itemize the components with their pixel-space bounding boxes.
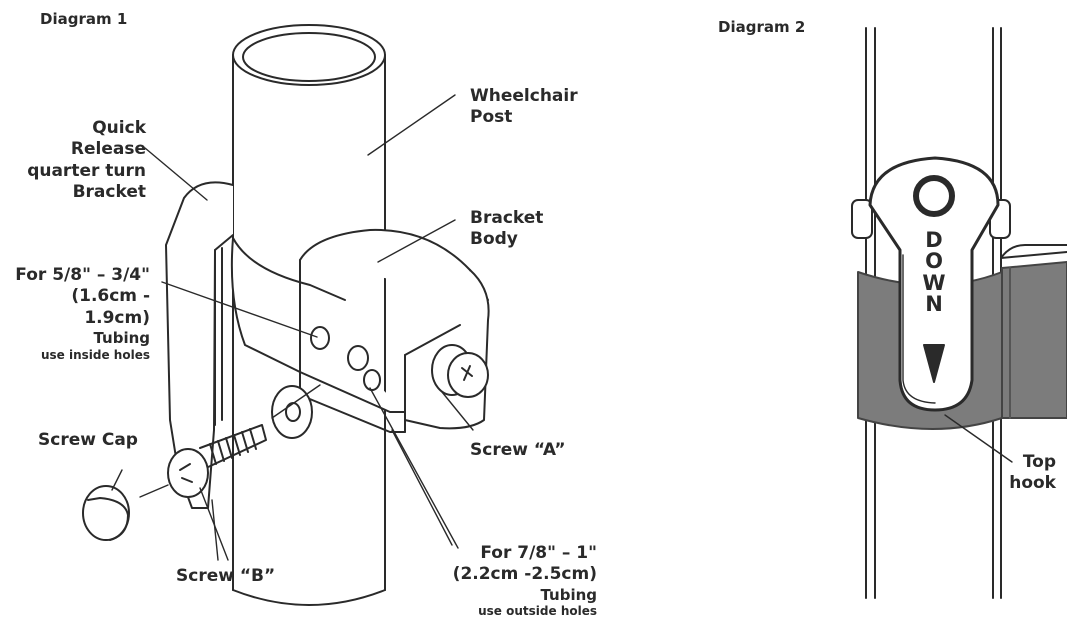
screw-cap-label: Screw Cap (38, 430, 138, 450)
leader-lines (111, 94, 474, 561)
down-lever-text: D O W N (922, 228, 946, 317)
outside-holes-label: For 7/8" – 1" (2.2cm -2.5cm) Tubing use … (452, 543, 597, 619)
diagram1-title: Diagram 1 (40, 10, 128, 28)
inside-holes-label: For 5/8" – 3/4" (1.6cm - 1.9cm) Tubing u… (15, 265, 150, 362)
hinge-pins (851, 199, 1011, 239)
screw-cap (82, 485, 130, 541)
wheelchair-post-label: Wheelchair Post (470, 86, 578, 128)
top-hook-label: Top hook (1009, 452, 1056, 494)
top-hook-leader (944, 414, 1013, 463)
screw-a-label: Screw “A” (470, 440, 566, 460)
release-lever (868, 156, 1000, 412)
washer (271, 385, 313, 439)
diagram2-title: Diagram 2 (718, 18, 806, 36)
screw-b (167, 424, 267, 498)
quick-release-label: Quick Release quarter turn Bracket (27, 118, 146, 202)
bracket-body-label: Bracket Body (470, 208, 544, 250)
screw-a (431, 344, 489, 398)
screw-b-label: Screw “B” (176, 566, 276, 586)
wheelchair-post (232, 24, 386, 606)
